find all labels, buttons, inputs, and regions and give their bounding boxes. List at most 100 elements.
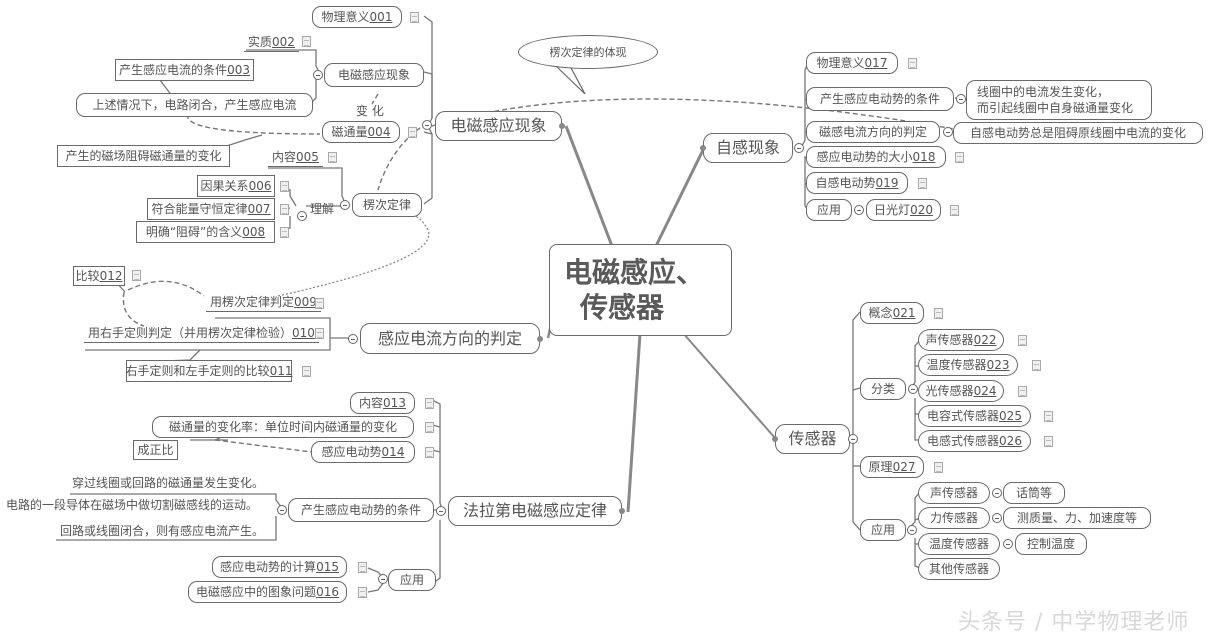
judge-by-right-hand[interactable]: 用右手定则判定（并用楞次定律检验）010 [84,327,319,343]
proportional-box[interactable]: 成正比 [133,440,178,460]
self-direction-judgement[interactable]: 磁感电流方向的判定 [806,121,940,143]
collapse-toggle[interactable] [992,513,1002,523]
note-icon[interactable] [302,366,311,377]
sensor-classification[interactable]: 分类 [860,378,906,400]
lenz-content[interactable]: 内容005 [268,151,323,167]
self-application[interactable]: 应用 [806,199,852,221]
branch-current-direction[interactable]: 感应电流方向的判定 [360,323,540,354]
collapse-toggle[interactable] [340,200,350,210]
collapse-toggle[interactable] [1003,539,1013,549]
collapse-toggle[interactable] [956,94,966,104]
note-icon[interactable] [302,36,311,47]
judge-by-lenz[interactable]: 用楞次定律判定009 [206,296,321,312]
branch-emi-phenomenon[interactable]: 电磁感应现象 [435,111,562,141]
collapse-toggle[interactable] [907,525,917,535]
collapse-toggle[interactable] [348,334,358,344]
note-icon[interactable] [315,298,324,309]
collapse-toggle[interactable] [794,143,804,153]
self-condition-detail[interactable]: 线圈中的电流发生变化， 而引起线圈中自身磁通量变化 [966,80,1152,120]
collapse-toggle[interactable] [378,574,388,584]
condition-item-flux-change[interactable]: 穿过线圈或回路的磁通量发生变化。 [72,476,265,490]
app-sound-detail[interactable]: 话筒等 [1003,482,1065,504]
lenz-law[interactable]: 楞次定律 [352,193,422,217]
collapse-toggle[interactable] [943,127,953,137]
note-icon[interactable] [280,181,289,192]
note-icon[interactable] [425,447,434,458]
note-icon[interactable] [1044,436,1053,447]
note-icon[interactable] [1018,335,1027,346]
emi-closed-circuit-explanation[interactable]: 上述情况下，电路闭合，产生感应电流 [76,93,313,117]
faraday-application[interactable]: 应用 [388,569,436,591]
note-icon[interactable] [425,422,434,433]
note-icon[interactable] [358,587,367,598]
collapse-toggle[interactable] [854,205,864,215]
app-temperature-detail[interactable]: 控制温度 [1015,533,1087,555]
collapse-toggle[interactable] [436,506,446,516]
emi-essence[interactable]: 实质002 [244,36,299,52]
app-temperature-sensor[interactable]: 温度传感器 [918,533,1000,555]
note-icon[interactable] [1018,386,1027,397]
collapse-toggle[interactable] [422,120,432,130]
note-icon[interactable] [425,398,434,409]
root-node[interactable]: 电磁感应、 传感器 [549,244,732,336]
collapse-toggle[interactable] [277,505,287,515]
note-icon[interactable] [918,178,927,189]
note-icon[interactable] [950,205,959,216]
note-icon[interactable] [132,270,141,281]
collapse-toggle[interactable] [297,211,307,221]
self-direction-detail[interactable]: 自感电动势总是阻碍原线圈中电流的变化 [953,122,1203,144]
note-icon[interactable] [280,204,289,215]
emi-phenomenon-sub[interactable]: 电磁感应现象 [324,63,424,87]
note-icon[interactable] [1044,411,1053,422]
app-other-sensors[interactable]: 其他传感器 [918,558,1000,580]
condition-item-closed-loop[interactable]: 回路或线圈闭合，则有感应电流产生。 [60,524,265,538]
note-icon[interactable] [408,127,417,138]
note-icon[interactable] [315,328,324,339]
collapse-toggle[interactable] [848,434,858,444]
flux-change-rate[interactable]: 磁通量的变化率：单位时间内磁通量的变化 [152,416,414,438]
collapse-toggle[interactable] [992,488,1002,498]
collapse-toggle[interactable] [313,70,323,80]
condition-item-cutting[interactable]: 电路的一段导体在磁场中做切割磁感线的运动。 [6,498,259,512]
app-force-detail[interactable]: 测质量、力、加速度等 [1003,507,1151,529]
flux-opposition-note[interactable]: 产生的磁场阻碍磁通量的变化 [57,145,230,167]
note-icon[interactable] [934,308,943,319]
note-icon[interactable] [955,152,964,163]
branch-faraday-law[interactable]: 法拉第电磁感应定律 [448,496,622,526]
app-sound-sensor[interactable]: 声传感器 [918,482,990,504]
note-icon[interactable] [1032,360,1041,371]
branch-self-induction[interactable]: 自感现象 [703,133,793,163]
branch-sensor[interactable]: 传感器 [775,424,850,454]
note-icon[interactable] [934,462,943,473]
faraday-emf-condition[interactable]: 产生感应电动势的条件 [288,498,434,522]
note-icon[interactable] [410,12,419,23]
note-icon[interactable] [328,152,337,163]
note-icon[interactable] [358,562,367,573]
app-force-sensor[interactable]: 力传感器 [918,507,990,529]
note-icon[interactable] [908,58,917,69]
sensor-application[interactable]: 应用 [860,519,906,541]
